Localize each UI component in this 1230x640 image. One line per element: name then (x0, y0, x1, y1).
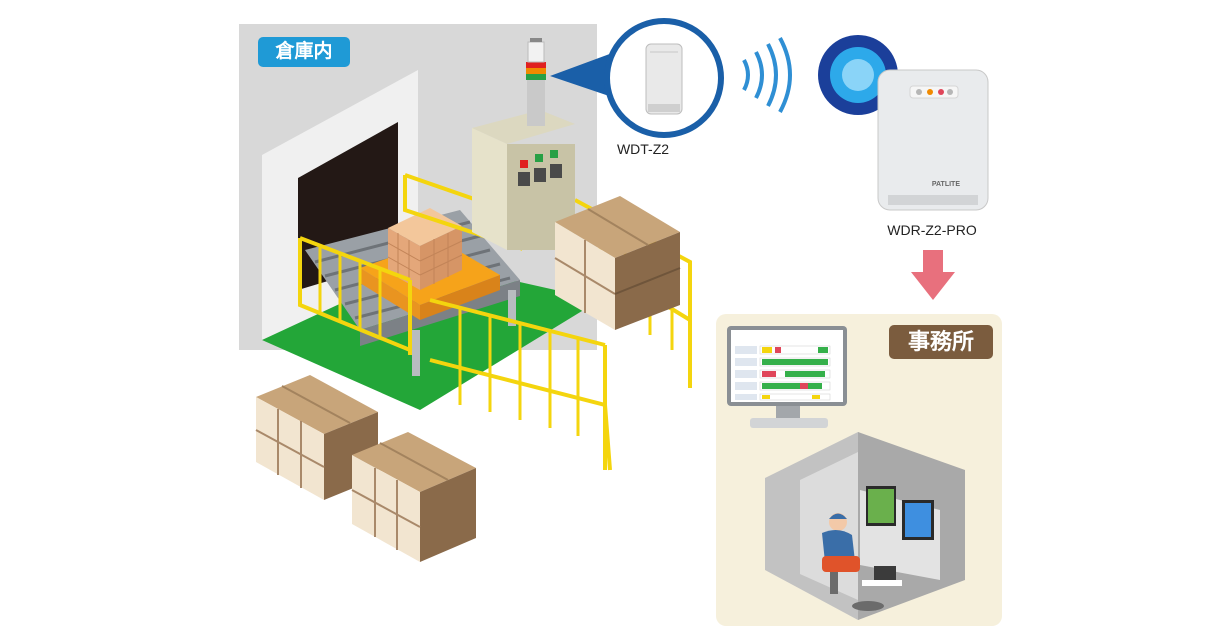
receiver-label: WDR-Z2-PRO (887, 222, 977, 238)
pallet-load (360, 208, 500, 320)
callout-pointer (550, 52, 615, 98)
monitor-icon (727, 326, 847, 428)
arrow-down-icon (911, 250, 955, 300)
box-stack-left-front (351, 432, 476, 562)
transmitter-callout (604, 18, 724, 138)
signal-tower-icon (526, 38, 546, 126)
operator-icon (822, 513, 902, 611)
transmitter-label: WDT-Z2 (616, 141, 670, 157)
box-stack-right (554, 196, 681, 330)
brand-label: PATLITE (932, 181, 960, 188)
wireless-waves-icon (742, 37, 792, 113)
office-label: 事務所 (889, 325, 993, 359)
receiver-icon: PATLITE (818, 35, 989, 211)
warehouse-label: 倉庫内 (258, 37, 350, 67)
